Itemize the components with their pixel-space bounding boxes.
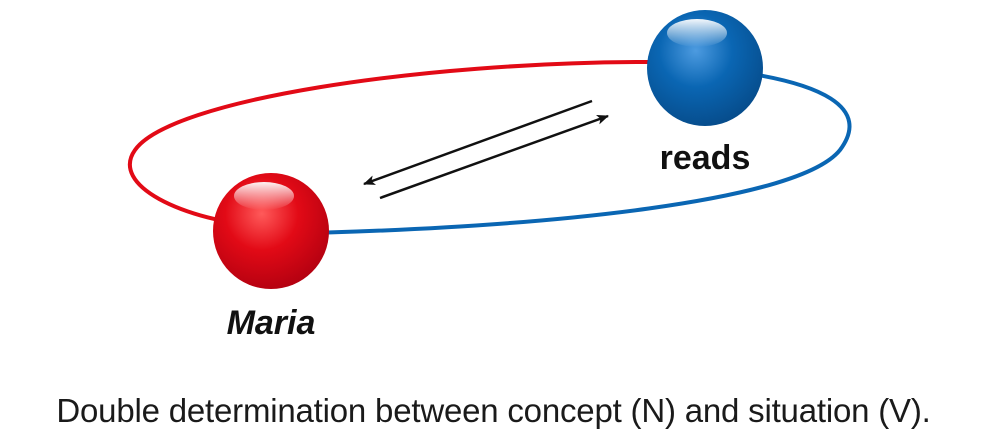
arrow-to-concept [363, 99, 593, 186]
figure-caption: Double determination between concept (N)… [56, 392, 931, 429]
situation-sphere [647, 10, 763, 126]
orbit-blue-arc [269, 66, 852, 236]
situation-label: reads [660, 139, 751, 177]
concept-label: Maria [227, 304, 316, 342]
orbit-red-arc [127, 60, 651, 230]
concept-sphere [213, 173, 329, 289]
arrow-to-situation [379, 114, 609, 200]
